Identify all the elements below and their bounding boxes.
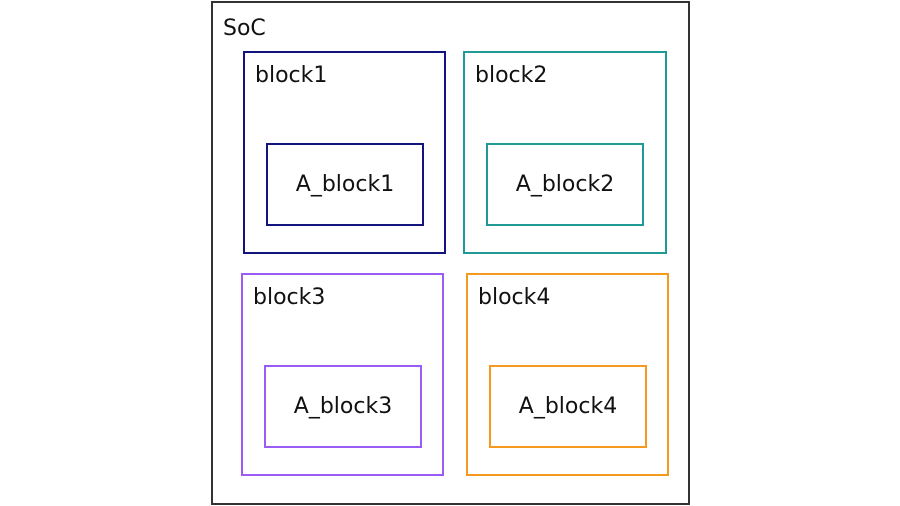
- block1-box: block1 A_block1: [243, 51, 446, 254]
- block4-box: block4 A_block4: [466, 273, 669, 476]
- block4-label: block4: [478, 285, 551, 310]
- a-block3-box: A_block3: [264, 365, 422, 448]
- block2-label: block2: [475, 63, 548, 88]
- a-block2-label: A_block2: [515, 171, 615, 197]
- a-block4-box: A_block4: [489, 365, 647, 448]
- block3-label: block3: [253, 285, 326, 310]
- a-block4-label: A_block4: [518, 393, 618, 419]
- block2-box: block2 A_block2: [463, 51, 667, 254]
- a-block2-box: A_block2: [486, 143, 644, 226]
- a-block1-label: A_block1: [295, 171, 395, 197]
- soc-label: SoC: [223, 16, 266, 41]
- a-block1-box: A_block1: [266, 143, 424, 226]
- a-block3-label: A_block3: [293, 393, 393, 419]
- block3-box: block3 A_block3: [241, 273, 444, 476]
- block1-label: block1: [255, 63, 328, 88]
